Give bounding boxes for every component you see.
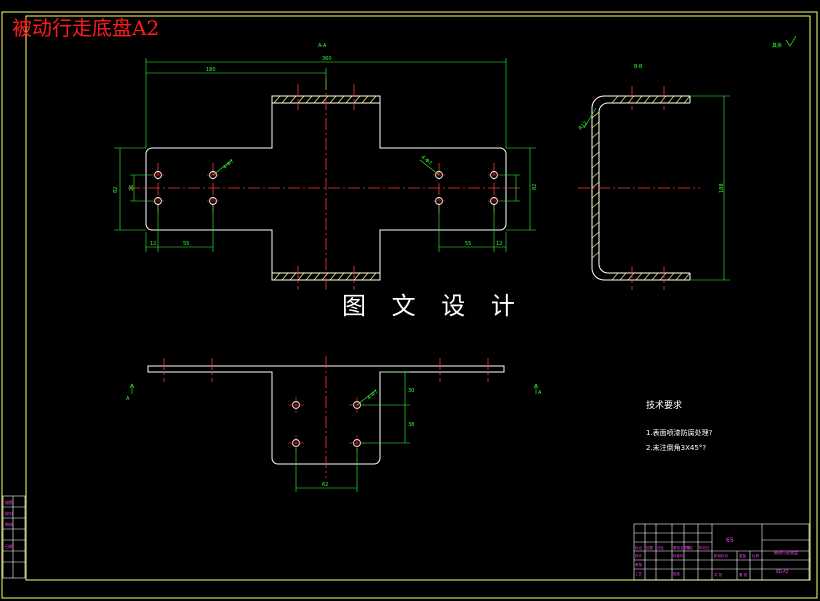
svg-text:38: 38 — [408, 422, 414, 428]
svg-text:重量: 重量 — [739, 553, 747, 558]
tech-requirement-item-1: 1.表面喷漆防腐处理? — [646, 428, 713, 437]
bottom-view-dim-text: 62 30 38 4-Φ7 — [322, 388, 414, 488]
section-arrow-a-left — [129, 383, 135, 394]
section-arrow-a-left-label: A — [126, 396, 130, 402]
title-block-code: 65 — [726, 537, 734, 544]
svg-text:55: 55 — [465, 241, 471, 247]
svg-text:其余: 其余 — [772, 42, 782, 49]
svg-text:描图: 描图 — [5, 499, 13, 505]
section-arrow-a-right-label: A — [538, 390, 542, 396]
svg-text:R12: R12 — [578, 120, 589, 131]
svg-text:82: 82 — [113, 187, 119, 193]
bottom-view-dimensions — [295, 371, 410, 492]
svg-text:审核: 审核 — [635, 562, 643, 567]
inner-frame — [25, 15, 811, 581]
title-block-grid — [633, 523, 810, 581]
side-view-dim-text: 188 R12 — [578, 120, 725, 193]
svg-text:188: 188 — [719, 183, 725, 193]
svg-text:30: 30 — [408, 388, 414, 394]
svg-text:批准: 批准 — [673, 571, 681, 576]
side-view-centerlines — [578, 86, 700, 290]
bottom-view-hole-marks — [288, 397, 365, 451]
watermark-text: 图 文 设 计 — [342, 292, 524, 320]
svg-text:阶段标记: 阶段标记 — [714, 553, 728, 558]
svg-text:处数: 处数 — [646, 545, 654, 550]
svg-text:工艺: 工艺 — [635, 571, 643, 576]
side-view-hatch — [591, 95, 691, 281]
svg-text:比例: 比例 — [752, 553, 760, 558]
section-label-aa: A-A — [318, 43, 327, 49]
tech-requirement-item-2: 2.未注倒角3X45°? — [646, 443, 706, 452]
left-side-strip — [2, 495, 26, 579]
section-arrow-a-right — [533, 383, 539, 394]
svg-text:标准化: 标准化 — [673, 553, 684, 558]
svg-text:年月日: 年月日 — [699, 545, 710, 550]
svg-text:55: 55 — [183, 241, 189, 247]
svg-text:360: 360 — [322, 56, 332, 62]
tech-requirements-heading: 技术要求 — [646, 399, 682, 411]
svg-text:82: 82 — [532, 184, 538, 190]
roughness-symbol: 其余 — [772, 35, 797, 49]
svg-text:26: 26 — [129, 185, 135, 191]
svg-text:12: 12 — [496, 241, 502, 247]
main-view-centerlines — [128, 78, 520, 292]
main-view-dim-text: 360 180 82 26 82 12 55 55 12 4-Φ7 4-Φ7 — [113, 56, 538, 247]
main-view-hatch — [273, 95, 377, 281]
svg-text:设计: 设计 — [635, 553, 643, 558]
svg-text:签名: 签名 — [686, 545, 693, 550]
svg-text:校对: 校对 — [5, 510, 13, 516]
svg-text:日期: 日期 — [5, 543, 13, 549]
title-block-small-text: 标记处数 分区 更改文件号 签名 年月日 设计 标准化 审核工艺 批准 阶段标记 重量比… — [635, 545, 760, 577]
main-view-dimensions — [114, 58, 536, 252]
side-view-dimensions — [583, 95, 730, 281]
svg-text:4-Φ7: 4-Φ7 — [366, 389, 379, 401]
bottom-view-holes — [292, 401, 361, 447]
svg-text:12: 12 — [150, 241, 156, 247]
svg-text:更改文件号: 更改文件号 — [673, 545, 691, 550]
section-label-bb: B-B — [634, 64, 643, 70]
svg-text:共 张: 共 张 — [714, 572, 723, 577]
svg-text:分区: 分区 — [657, 545, 665, 550]
outer-frame — [1, 11, 818, 599]
left-side-strip-text: 描图 校对 审核 日期 — [5, 499, 13, 549]
svg-text:62: 62 — [322, 482, 328, 488]
svg-text:标记: 标记 — [635, 545, 643, 550]
title-block-drawing-no: BD-A2 — [776, 569, 789, 574]
svg-text:4-Φ7: 4-Φ7 — [222, 158, 235, 170]
svg-text:审核: 审核 — [5, 521, 13, 527]
title-block-drawing-name: 被动行走底盘 — [774, 549, 798, 555]
svg-text:180: 180 — [206, 67, 216, 73]
svg-text:第 张: 第 张 — [739, 572, 748, 577]
bottom-view-centerlines — [163, 356, 489, 478]
bottom-view-outline — [147, 365, 505, 465]
drawing-title: 被动行走底盘A2 — [12, 16, 160, 40]
